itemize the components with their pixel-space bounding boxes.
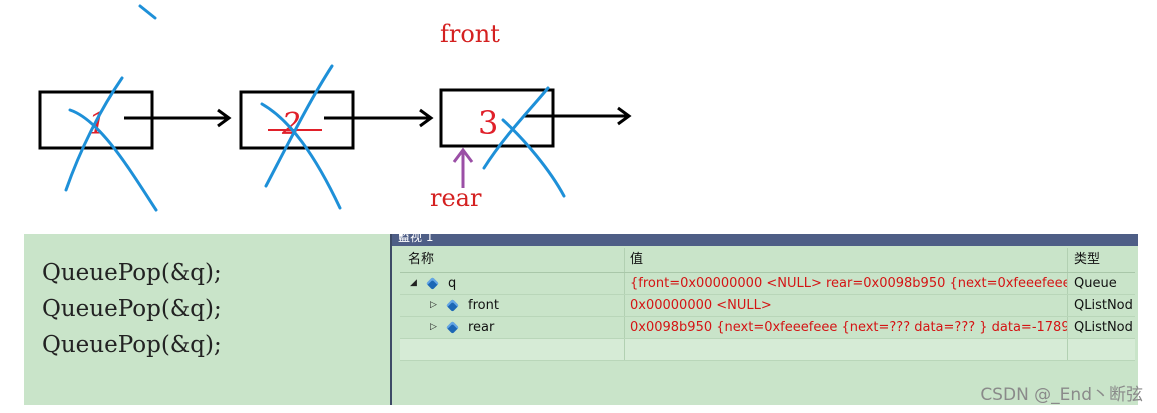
watch-row-name: q: [448, 276, 457, 291]
expand-icon[interactable]: ▷: [430, 322, 437, 332]
watch-title: 监视 1: [398, 234, 434, 244]
front-label: front: [440, 20, 500, 48]
watch-row-front[interactable]: ▷ front 0x00000000 <NULL> QListNod: [400, 295, 1135, 317]
dropdown-icon[interactable]: ▾: [398, 234, 405, 241]
variable-icon: [426, 277, 439, 290]
next-arrow-3: [523, 106, 632, 126]
code-panel: QueuePop(&q); QueuePop(&q); QueuePop(&q)…: [24, 234, 390, 405]
watch-window: 监视 1 ▾ □ 名称 值 类型 ◢ q {front=0x00000000 <…: [390, 234, 1138, 405]
column-header-name-label: 名称: [408, 252, 435, 267]
column-header-value-label: 值: [630, 252, 644, 267]
watch-row-rear[interactable]: ▷ rear 0x0098b950 {next=0xfeeefeee {next…: [400, 317, 1135, 339]
watch-row-type: Queue: [1074, 276, 1117, 291]
watch-row-value: 0x0098b950 {next=0xfeeefeee {next=??? da…: [630, 320, 1068, 335]
watch-row-name: rear: [468, 320, 495, 335]
watch-row-type: QListNod: [1074, 320, 1133, 335]
cross-out-strokes: [64, 4, 566, 212]
code-line-1: QueuePop(&q);: [42, 260, 222, 286]
watch-row-value: 0x00000000 <NULL>: [630, 298, 772, 313]
expand-icon[interactable]: ▷: [430, 300, 437, 310]
maximize-icon[interactable]: □: [398, 234, 410, 241]
node-box-3: [439, 88, 555, 148]
watch-row-name: front: [468, 298, 499, 313]
node-value-3: 3: [478, 104, 498, 142]
watch-header-row: 名称 值 类型: [400, 248, 1135, 273]
collapse-icon[interactable]: ◢: [410, 278, 417, 288]
node-box-1: [38, 90, 154, 150]
watch-row-value: {front=0x00000000 <NULL> rear=0x0098b950…: [630, 276, 1068, 291]
rear-pointer-arrow: [452, 147, 474, 188]
watermark: CSDN @_End丶断弦: [980, 385, 1143, 405]
watch-row-new[interactable]: [400, 339, 1135, 361]
watch-title-bar: 监视 1 ▾ □: [392, 234, 1138, 246]
node-box-2: [239, 90, 355, 150]
watch-row-q[interactable]: ◢ q {front=0x00000000 <NULL> rear=0x0098…: [400, 273, 1135, 295]
next-arrow-2: [324, 108, 434, 128]
column-header-value[interactable]: 值: [626, 248, 1068, 272]
rear-label: rear: [430, 184, 482, 212]
linked-list-drawing: 1 2 3: [38, 4, 632, 212]
variable-icon: [446, 299, 459, 312]
code-line-2: QueuePop(&q);: [42, 296, 222, 322]
column-header-type-label: 类型: [1074, 252, 1101, 267]
column-header-type[interactable]: 类型: [1070, 248, 1135, 272]
variable-icon: [446, 321, 459, 334]
watch-table: 名称 值 类型 ◢ q {front=0x00000000 <NULL> rea…: [400, 248, 1135, 361]
code-line-3: QueuePop(&q);: [42, 332, 222, 358]
column-header-name[interactable]: 名称: [400, 248, 625, 272]
next-arrow-1: [124, 108, 232, 128]
watch-row-type: QListNod: [1074, 298, 1133, 313]
